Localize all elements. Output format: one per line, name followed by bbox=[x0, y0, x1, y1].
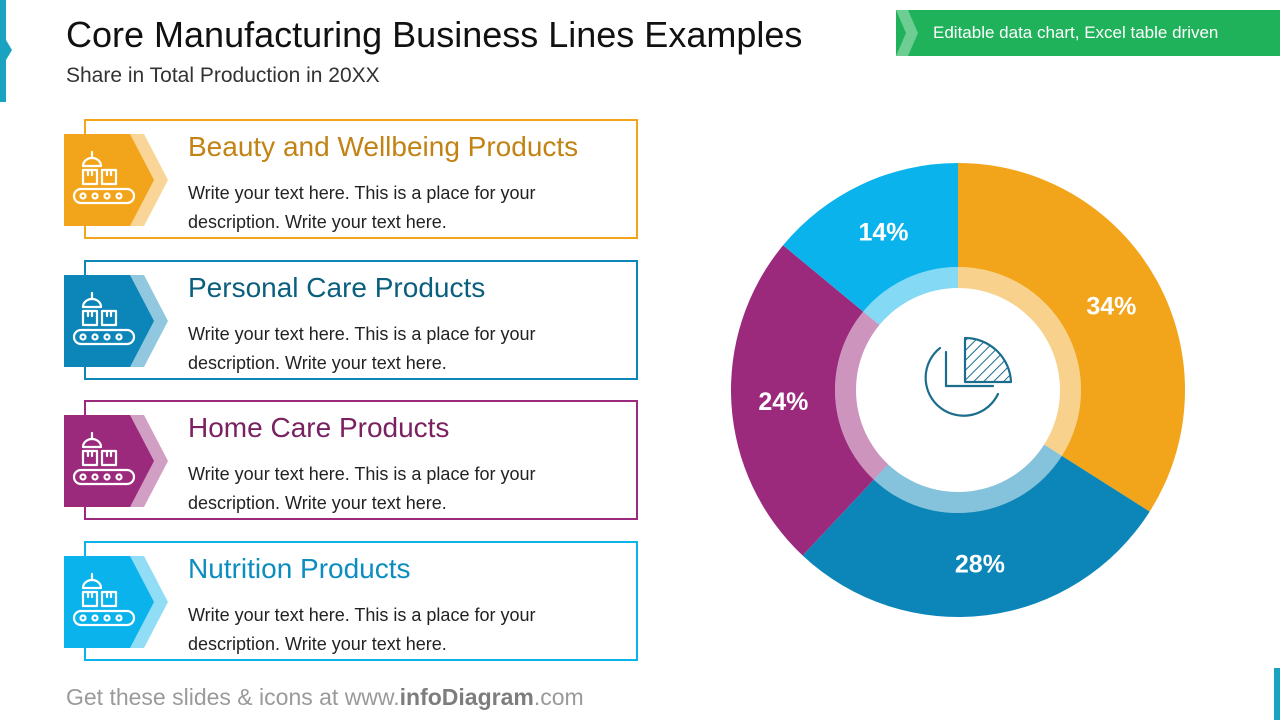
conveyor-robot-icon bbox=[72, 431, 136, 486]
tab-chevron-shape bbox=[64, 556, 168, 648]
conveyor-robot-icon bbox=[72, 150, 136, 205]
card-tab-nutrition bbox=[64, 556, 168, 648]
donut-label-3: 14% bbox=[858, 219, 908, 247]
badge-label: Editable data chart, Excel table driven bbox=[933, 23, 1219, 42]
footer-text: Get these slides & icons at www.infoDiag… bbox=[66, 684, 584, 711]
donut-chart: 34% 28% 24% 14% bbox=[700, 130, 1220, 650]
card-tab-home-care bbox=[64, 415, 168, 507]
footer-prefix: Get these slides & icons at www. bbox=[66, 684, 400, 710]
card-description: Write your text here. This is a place fo… bbox=[188, 324, 536, 373]
donut-inner-ring-0 bbox=[958, 267, 1081, 456]
card-tab-beauty bbox=[64, 134, 168, 226]
tab-chevron-shape bbox=[64, 415, 168, 507]
donut-chart-svg: 34% 28% 24% 14% bbox=[731, 163, 1185, 618]
donut-label-1: 28% bbox=[955, 551, 1005, 579]
card-title: Personal Care Products bbox=[188, 272, 486, 303]
donut-slice-3 bbox=[783, 163, 958, 312]
tab-chevron-shape bbox=[64, 134, 168, 226]
conveyor-robot-icon bbox=[72, 572, 136, 627]
donut-inner-ring-2 bbox=[835, 311, 889, 480]
left-accent-bar bbox=[0, 0, 12, 102]
donut-slice-1 bbox=[802, 455, 1150, 618]
card-title: Beauty and Wellbeing Products bbox=[188, 131, 579, 162]
donut-slice-2 bbox=[731, 245, 874, 556]
donut-label-2: 24% bbox=[758, 388, 808, 416]
conveyor-robot-icon bbox=[72, 291, 136, 346]
card-title: Nutrition Products bbox=[188, 553, 411, 584]
pie-chart-icon bbox=[924, 336, 1013, 417]
card-description: Write your text here. This is a place fo… bbox=[188, 464, 536, 513]
business-line-card-personal-care: Personal Care Products Write your text h… bbox=[84, 260, 638, 380]
page-title: Core Manufacturing Business Lines Exampl… bbox=[66, 14, 803, 55]
page-subtitle: Share in Total Production in 20XX bbox=[66, 64, 380, 87]
card-tab-personal-care bbox=[64, 275, 168, 367]
right-accent-bar bbox=[1274, 668, 1280, 720]
badge-chevron-icon bbox=[896, 10, 918, 56]
editable-badge: Editable data chart, Excel table driven bbox=[896, 10, 1280, 56]
donut-inner-ring-3 bbox=[863, 267, 958, 325]
business-line-card-nutrition: Nutrition Products Write your text here.… bbox=[84, 541, 638, 661]
business-line-card-home-care: Home Care Products Write your text here.… bbox=[84, 400, 638, 520]
business-line-card-beauty: Beauty and Wellbeing Products Write your… bbox=[84, 119, 638, 239]
footer-suffix: .com bbox=[533, 684, 584, 710]
card-description: Write your text here. This is a place fo… bbox=[188, 605, 536, 654]
tab-chevron-shape bbox=[64, 275, 168, 367]
donut-inner-ring-1 bbox=[873, 444, 1062, 513]
donut-label-0: 34% bbox=[1086, 293, 1136, 321]
card-title: Home Care Products bbox=[188, 412, 450, 443]
card-description: Write your text here. This is a place fo… bbox=[188, 183, 536, 232]
footer-brand: infoDiagram bbox=[399, 684, 534, 710]
donut-slice-0 bbox=[958, 163, 1185, 512]
